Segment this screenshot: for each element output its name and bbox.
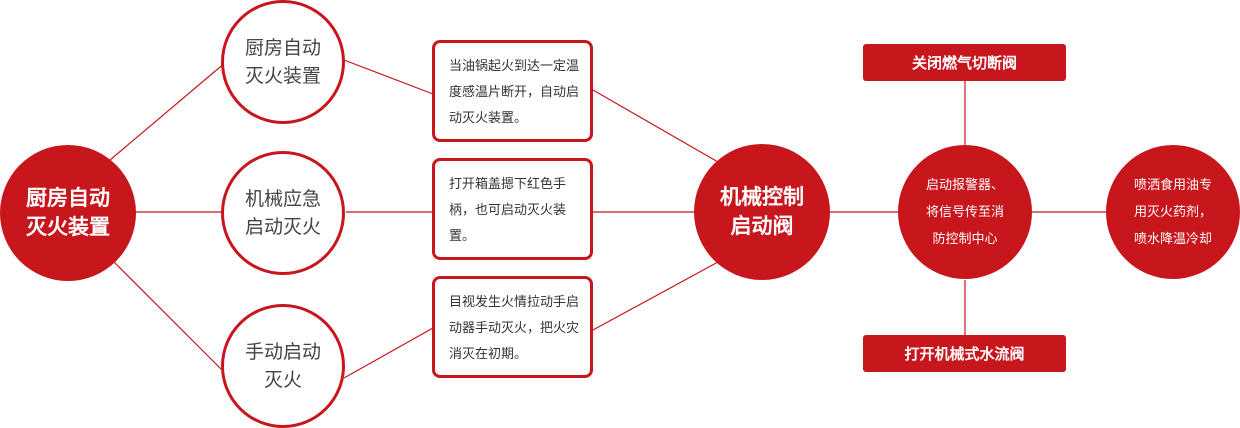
alarm-node-label: 启动报警器、将信号传至消防控制中心 xyxy=(925,177,1004,247)
manual-node-label: 手动启动灭火 xyxy=(244,341,321,391)
gas-cut-box: 关闭燃气切断阀 xyxy=(863,44,1066,81)
valve-node-label: 机械控制启动阀 xyxy=(720,185,804,238)
auto-node-label: 厨房自动灭火装置 xyxy=(244,37,321,87)
auto-node: 厨房自动灭火装置 xyxy=(221,0,345,124)
auto-desc-box: 当油锅起火到达一定温度感温片断开，自动启动灭火装置。 xyxy=(432,40,593,142)
manual-node: 手动启动灭火 xyxy=(221,304,345,428)
manual-desc-box: 目视发生火情拉动手启动器手动灭火，把火灾消灭在初期。 xyxy=(432,276,593,378)
link-auto-desc xyxy=(343,59,434,95)
mech-desc-box: 打开箱盖摁下红色手柄，也可启动灭火装置。 xyxy=(432,158,593,260)
spray-node: 喷洒食用油专用灭火药剂，喷水降温冷却 xyxy=(1106,145,1240,279)
water-valve-label: 打开机械式水流阀 xyxy=(904,345,1025,363)
manual-desc-text: 目视发生火情拉动手启动器手动灭火，把火灾消灭在初期。 xyxy=(449,295,580,362)
link-descauto-valve xyxy=(592,89,719,163)
spray-node-label: 喷洒食用油专用灭火药剂，喷水降温冷却 xyxy=(1133,177,1212,247)
mech-node: 机械应急启动灭火 xyxy=(221,151,345,275)
water-valve-box: 打开机械式水流阀 xyxy=(863,335,1066,372)
valve-node: 机械控制启动阀 xyxy=(694,144,830,280)
mech-desc-text: 打开箱盖摁下红色手柄，也可启动灭火装置。 xyxy=(449,177,567,244)
alarm-node: 启动报警器、将信号传至消防控制中心 xyxy=(898,145,1032,279)
link-manual-desc xyxy=(343,327,434,379)
main-node: 厨房自动灭火装置 xyxy=(0,145,136,281)
link-descmanual-valve xyxy=(592,261,719,331)
gas-cut-label: 关闭燃气切断阀 xyxy=(911,54,1017,72)
main-node-label: 厨房自动灭火装置 xyxy=(26,186,110,239)
link-main-manual xyxy=(113,261,225,373)
mech-node-label: 机械应急启动灭火 xyxy=(244,188,321,238)
link-main-auto xyxy=(109,61,227,161)
auto-desc-text: 当油锅起火到达一定温度感温片断开，自动启动灭火装置。 xyxy=(449,59,580,126)
